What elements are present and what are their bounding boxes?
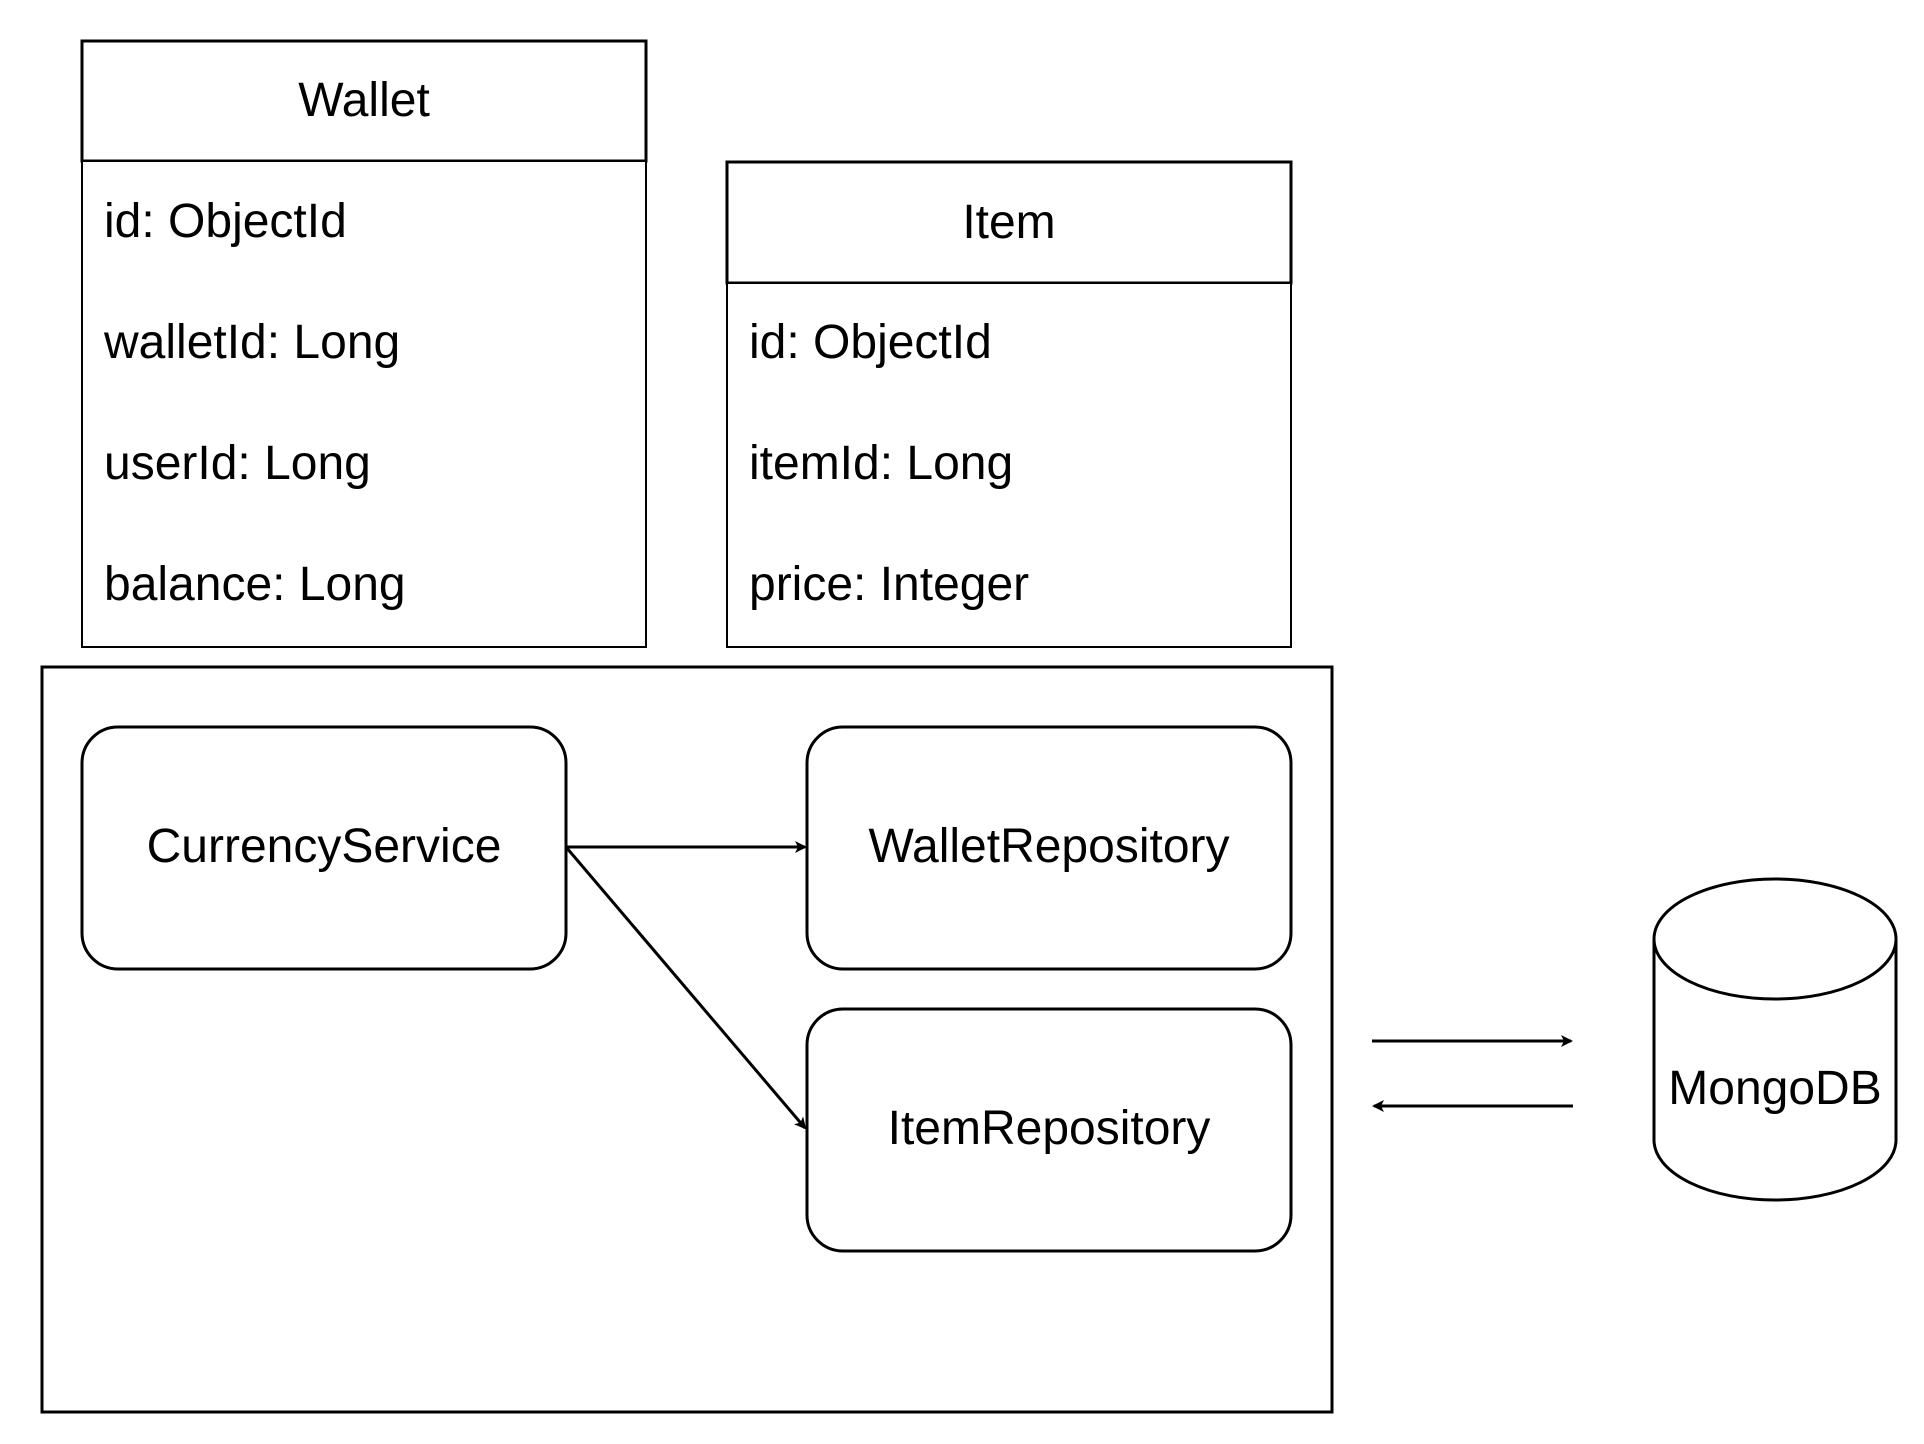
wallet-entity: Wallet id: ObjectId walletId: Long userI… (80, 39, 648, 648)
arrow-service-to-item-repository (564, 846, 807, 1130)
database-cylinder-icon (1652, 877, 1898, 1202)
item-entity-body (726, 282, 1292, 648)
wallet-field-id: id: ObjectId (104, 195, 347, 248)
mongodb-database: MongoDB (1652, 877, 1898, 1202)
mongodb-label: MongoDB (1668, 1062, 1881, 1115)
item-field-id: id: ObjectId (749, 316, 992, 369)
item-entity: Item id: ObjectId itemId: Long price: In… (725, 160, 1293, 648)
wallet-entity-title: Wallet (298, 74, 430, 127)
item-repository-label: ItemRepository (888, 1102, 1211, 1155)
currency-service-label: CurrencyService (147, 820, 502, 873)
item-field-itemid: itemId: Long (749, 437, 1013, 490)
wallet-repository-label: WalletRepository (868, 820, 1229, 873)
wallet-entity-header (80, 39, 648, 163)
wallet-field-userid: userId: Long (104, 437, 371, 490)
wallet-repository-box: WalletRepository (805, 725, 1293, 971)
wallet-entity-body (81, 160, 647, 648)
item-field-price: price: Integer (749, 558, 1029, 611)
item-entity-title: Item (962, 196, 1055, 249)
currency-service-box: CurrencyService (80, 725, 568, 971)
item-repository-box: ItemRepository (805, 1007, 1293, 1253)
wallet-field-walletid: walletId: Long (103, 316, 400, 369)
database-cylinder-rim (1652, 938, 1898, 1001)
wallet-field-balance: balance: Long (104, 558, 406, 611)
item-entity-header (725, 160, 1293, 285)
